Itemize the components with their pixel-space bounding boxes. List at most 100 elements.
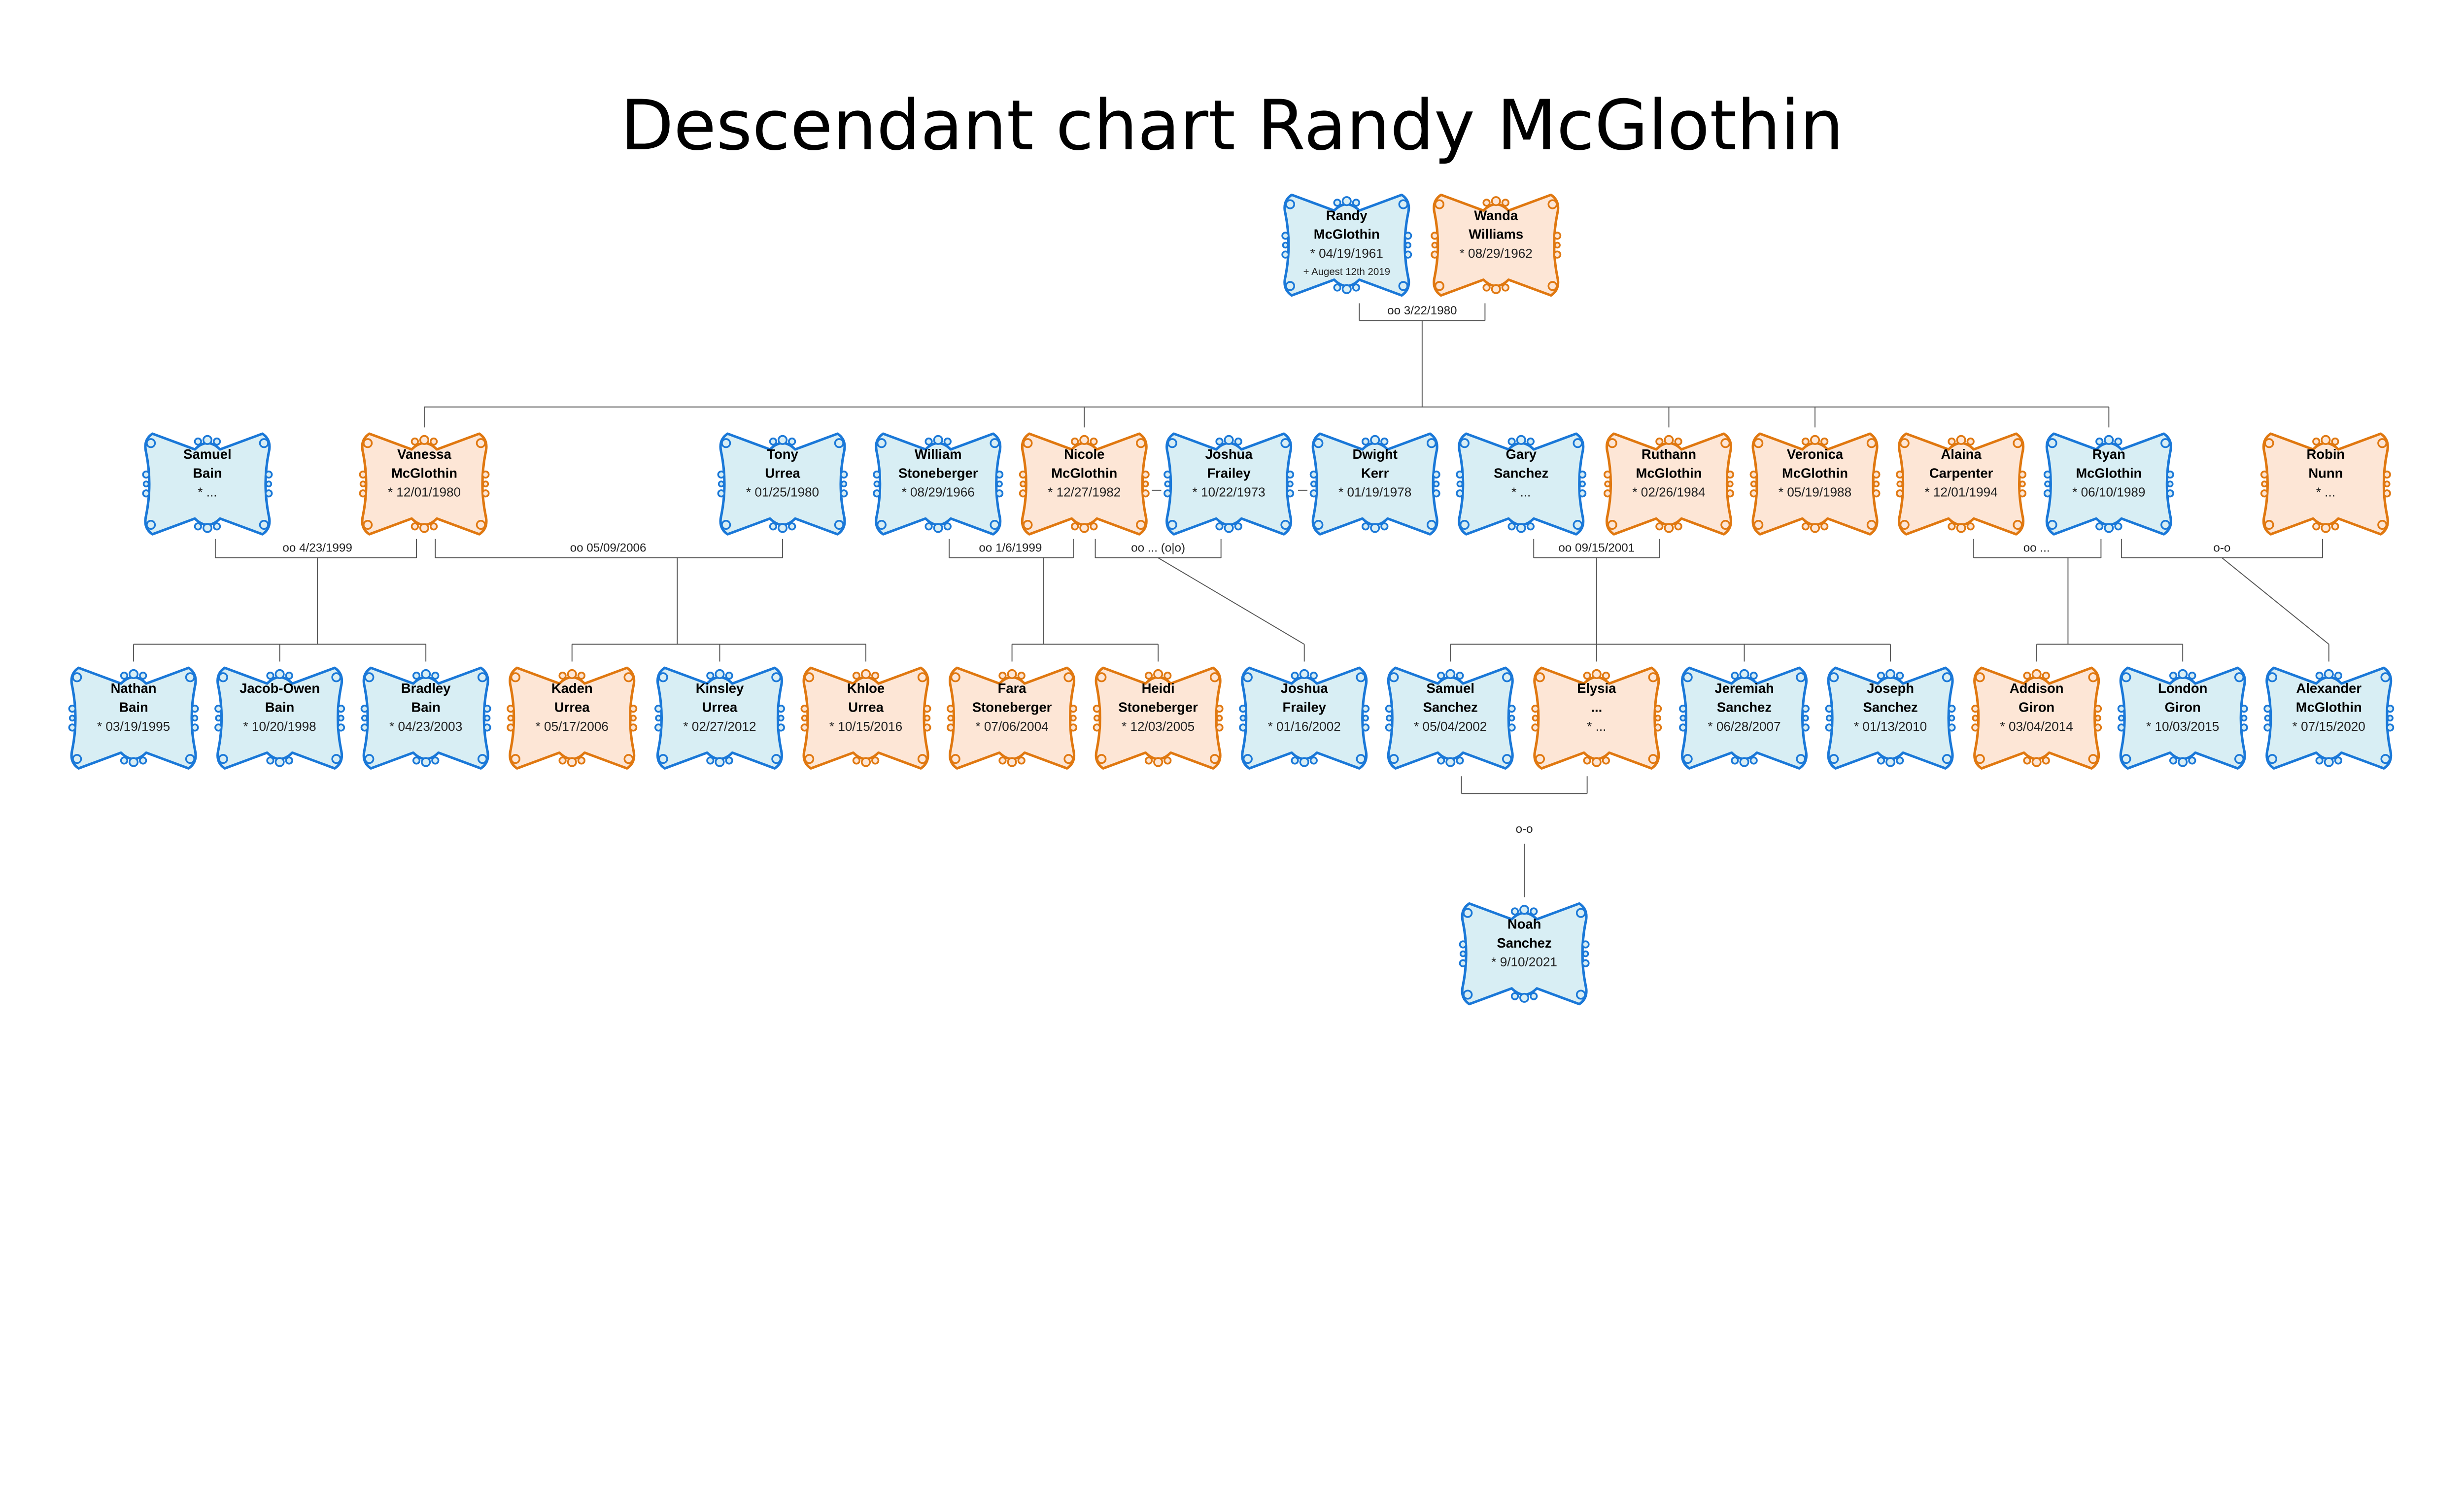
swirl-ornament-icon [2264,520,2274,530]
swirl-ornament-icon [1796,754,1806,764]
person-box-elysia[interactable]: Elysia...* ... [1531,666,1662,770]
swirl-ornament-icon [1604,480,1611,487]
swirl-ornament-icon [1591,757,1602,767]
swirl-ornament-icon [1404,250,1412,259]
swirl-ornament-icon [1432,489,1440,498]
swirl-ornament-icon [2234,672,2245,682]
swirl-ornament-icon [191,723,199,732]
swirl-ornament-icon [1280,438,1291,448]
swirl-ornament-icon [1507,522,1516,531]
swirl-ornament-icon [1648,754,1658,764]
first-name: Joshua [1281,681,1329,696]
swirl-ornament-icon [1866,520,1877,530]
swirl-ornament-icon [2095,522,2104,531]
swirl-ornament-icon [2088,672,2098,682]
swirl-ornament-icon [363,520,373,530]
person-box-gary[interactable]: GarySanchez* ... [1456,432,1587,536]
swirl-ornament-icon [215,715,222,722]
swirl-ornament-icon [218,754,228,764]
swirl-ornament-icon [1063,672,1074,682]
swirl-ornament-icon [1309,756,1318,765]
swirl-ornament-icon [429,437,438,446]
swirl-ornament-icon [1431,232,1439,240]
swirl-ornament-icon [2114,437,2122,446]
swirl-ornament-icon [1664,435,1674,445]
swirl-ornament-icon [1445,669,1456,680]
swirl-ornament-icon [1603,470,1612,479]
swirl-ornament-icon [933,523,943,533]
swirl-ornament-icon [360,723,369,732]
swirl-ornament-icon [1532,715,1539,722]
person-box-samuel_bain[interactable]: SamuelBain* ... [142,432,273,536]
swirl-ornament-icon [777,523,788,533]
swirl-ornament-icon [1648,672,1658,682]
swirl-ornament-icon [1899,520,1910,530]
first-name: Samuel [1426,681,1474,696]
swirl-ornament-icon [1153,669,1164,680]
first-name: Veronica [1787,446,1844,462]
swirl-ornament-icon [1431,250,1439,259]
swirl-ornament-icon [2188,756,2196,765]
swirl-ornament-icon [431,672,440,680]
swirl-ornament-icon [1215,437,1224,446]
first-name: Dwight [1353,446,1398,462]
swirl-ornament-icon [1136,520,1146,530]
birth-date: * 06/10/1989 [2072,485,2145,500]
swirl-ornament-icon [2166,489,2174,498]
swirl-ornament-icon [1361,522,1370,531]
swirl-ornament-icon [265,489,273,498]
first-name: William [915,446,962,462]
swirl-ornament-icon [1682,754,1693,764]
first-name: Kinsley [696,681,744,696]
person-box-robin[interactable]: RobinNunn* ... [2260,432,2391,536]
first-name: Kaden [551,681,593,696]
swirl-ornament-icon [1535,754,1545,764]
last-name: McGlothin [1314,227,1380,242]
swirl-ornament-icon [2331,437,2339,446]
swirl-ornament-icon [1508,715,1515,722]
swirl-ornament-icon [419,435,430,445]
swirl-ornament-icon [1090,522,1098,531]
swirl-ornament-icon [777,704,785,713]
swirl-ornament-icon [2042,672,2050,680]
swirl-ornament-icon [1975,672,1985,682]
swirl-ornament-icon [185,672,195,682]
swirl-ornament-icon [2380,672,2391,682]
swirl-ornament-icon [1507,437,1516,446]
swirl-ornament-icon [364,672,375,682]
swirl-ornament-icon [1519,905,1530,915]
swirl-ornament-icon [1007,757,1017,767]
swirl-ornament-icon [507,723,515,732]
swirl-ornament-icon [68,704,76,713]
swirl-ornament-icon [917,672,927,682]
